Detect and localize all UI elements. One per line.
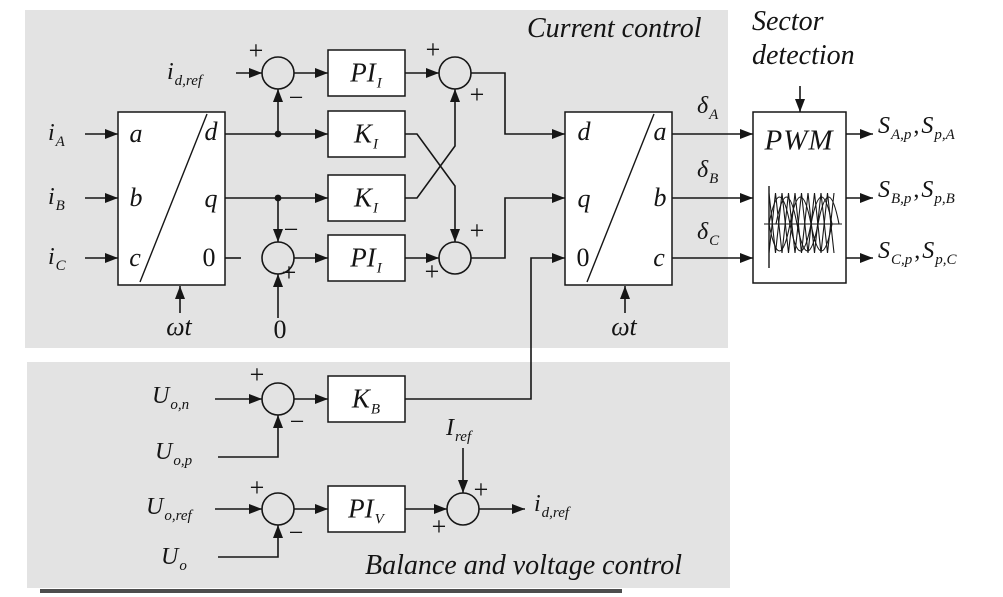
sum-voltage-error [261,492,295,526]
sum2-minus-sign: − [283,215,299,244]
current-control-label: Current control [527,13,702,44]
k-current-bottom-label: KI [353,182,379,217]
t1-port-a: a [129,119,143,148]
sector-detection-label-line1: Sector [752,6,824,37]
sum5-minus-sign: − [289,407,305,436]
signal-id-ref-out: id,ref [534,491,570,521]
t2-port-d: d [577,117,591,146]
branch-dots [274,130,282,202]
signal-s-c: SC,p,Sp,C [878,238,957,268]
wire-uop [218,415,283,458]
sum3-plus-bottom-sign: + [469,80,485,109]
signal-delta-b: δB [697,157,719,187]
sum7-plus-top-sign: + [473,475,489,504]
t2-omega-t-label: ωt [611,312,637,341]
sum1-minus-sign: − [288,83,304,112]
pwm-waveform-icon [764,186,842,268]
zero-reference-label: 0 [273,315,287,344]
k-balance-block [327,375,406,423]
wire-uo [218,525,283,558]
signal-i-ref: Iref [446,415,472,445]
wire-ki-bottom-cross [405,89,460,199]
sum-balance [261,382,295,416]
sine-phase-c [775,196,840,252]
sum-current-ref [446,492,480,526]
signal-i-a: iA [48,120,65,150]
carrier-zigzag-2 [768,192,835,254]
pi-voltage-block [327,485,406,533]
balance-voltage-label: Balance and voltage control [365,550,682,581]
sum5-plus-sign: + [249,360,265,389]
abc-dq0-diagonal [139,113,208,283]
sum6-plus-sign: + [249,473,265,502]
t1-port-d: d [204,117,218,146]
signal-s-b: SB,p,Sp,B [878,177,955,207]
t2-port-a: a [653,117,667,146]
t2-port-q: q [577,184,591,213]
sum-d-output [438,56,472,90]
t1-port-q: q [204,184,218,213]
sine-phase-a [768,196,833,252]
block-rects [117,49,847,533]
t1-port-c: c [129,243,141,272]
sum-zero-seq-error [261,241,295,275]
signal-id-ref-in: id,ref [167,59,203,89]
sum-q-output [438,241,472,275]
d-branch-dot [274,130,282,138]
signal-delta-c: δC [697,219,720,249]
wire-ki-top-cross [405,133,460,242]
signal-u-o-p: Uo,p [155,439,193,469]
wires [85,68,873,558]
carrier-zigzag-1 [768,192,835,254]
signal-u-o-n: Uo,n [152,383,190,413]
signal-i-c: iC [48,244,66,274]
sum-id-ref-error [261,56,295,90]
sine-phase-b [768,196,833,252]
sum-junctions [261,56,480,526]
block-diagonals [139,113,655,283]
t1-port-0: 0 [202,243,216,272]
wire-sum4-to-q [471,193,565,259]
sum2-plus-sign: + [281,258,297,287]
sum7-plus-left-sign: + [431,512,447,541]
t1-omega-t-label: ωt [166,312,192,341]
pi-current-bottom-label: PII [350,242,382,277]
abc-dq0-block [117,111,226,286]
signal-s-a: SA,p,Sp,A [878,113,955,143]
pwm-label: PWM [764,124,834,157]
sum6-minus-sign: − [288,518,304,547]
signal-i-b: iB [48,184,65,214]
sum1-plus-sign: + [248,36,264,65]
t1-port-b: b [129,183,143,212]
t2-port-b: b [653,183,667,212]
t2-port-c: c [653,243,665,272]
signal-u-o-ref: Uo,ref [146,494,192,524]
q-branch-dot [274,194,282,202]
sum4-plus-left-sign: + [424,257,440,286]
sum3-plus-left-sign: + [425,35,441,64]
bottom-edge-artifact [40,589,622,593]
sector-detection-label-line2: detection [752,40,855,71]
k-balance-label: KB [351,383,381,418]
dq0-abc-diagonal [586,113,655,283]
t2-port-0: 0 [576,243,590,272]
pi-current-bottom-block [327,234,406,282]
dq0-abc-block [564,111,673,286]
signal-u-o: Uo [161,544,187,574]
k-current-top-label: KI [353,118,379,153]
wire-sum3-to-d [471,72,565,139]
pi-voltage-label: PIV [348,493,384,528]
wire-kb-to-zero [405,253,565,400]
pi-current-top-label: PII [350,57,382,92]
signal-delta-a: δA [697,93,719,123]
sum4-plus-top-sign: + [469,216,485,245]
